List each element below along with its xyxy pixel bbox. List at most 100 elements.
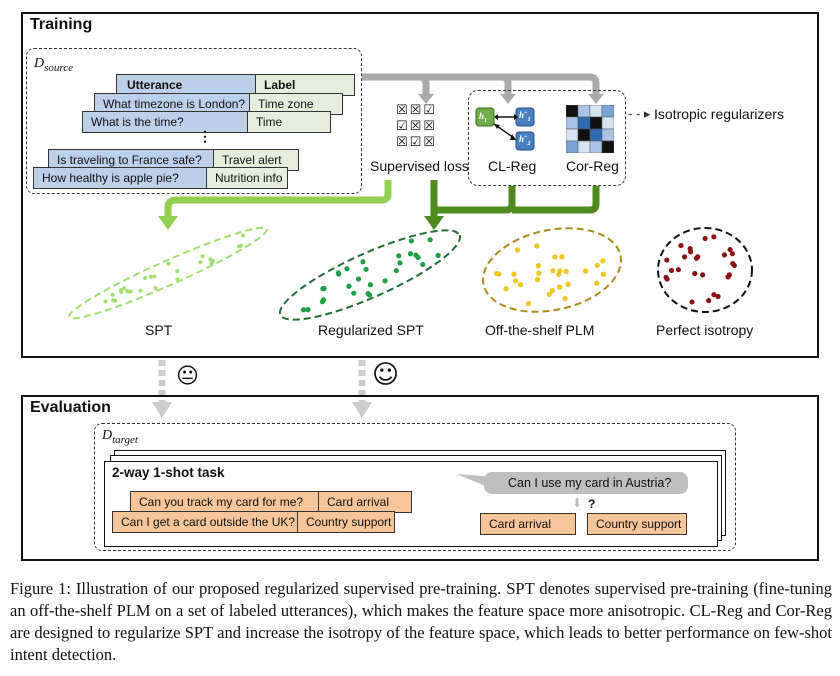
embedding-point: [600, 271, 607, 277]
space-boundary: [279, 229, 461, 321]
embedding-point: [689, 299, 695, 305]
embedding-point: [382, 278, 388, 284]
embedding-point: [563, 268, 569, 275]
embedding-point: [241, 233, 246, 238]
embedding-point: [408, 238, 414, 244]
training-panel: [21, 12, 819, 358]
embedding-point: [534, 277, 541, 283]
embedding-point: [344, 266, 350, 272]
space-boundary: [657, 227, 753, 313]
embedding-point: [320, 297, 327, 303]
evaluation-panel: [21, 395, 819, 561]
embedding-point: [525, 300, 531, 307]
embedding-point: [119, 289, 124, 294]
support-label: Card arrival: [318, 491, 412, 513]
target-dataset-box: [94, 423, 736, 551]
training-arrows: [158, 73, 604, 230]
embedding-point: [113, 298, 118, 303]
neutral-face-icon: 😐: [176, 364, 199, 389]
embedding-point: [557, 268, 563, 274]
embedding-point: [517, 282, 524, 288]
training-title: Training: [30, 16, 93, 33]
embedding-point: [122, 286, 127, 291]
embedding-point: [175, 277, 180, 282]
embedding-point: [692, 270, 698, 277]
embedding-spaces: [68, 226, 753, 321]
embedding-point: [396, 253, 402, 259]
embedding-point: [148, 274, 153, 279]
embedding-point: [702, 235, 708, 242]
choice-country-support: Country support: [587, 513, 687, 535]
embedding-point: [494, 270, 500, 277]
embedding-point: [238, 243, 243, 248]
embedding-point: [300, 307, 307, 313]
dashed-arrow-icon: - - ▸: [628, 106, 651, 121]
embedding-point: [367, 282, 374, 288]
embedding-point: [552, 254, 558, 260]
embedding-point: [413, 252, 419, 258]
embedding-point: [535, 263, 541, 269]
embedding-point: [668, 267, 675, 274]
space-boundary: [68, 226, 268, 320]
embedding-point: [397, 260, 403, 266]
table-row-utterance: Is traveling to France safe?: [48, 149, 214, 171]
embedding-point: [153, 286, 158, 291]
cl-reg-icon: [475, 107, 535, 151]
support-label: Country support: [297, 511, 395, 533]
embedding-point: [559, 254, 565, 260]
embedding-point: [550, 268, 556, 274]
h2-plus-label: h+2: [519, 134, 531, 147]
embedding-point: [407, 251, 414, 257]
embedding-point: [549, 288, 555, 294]
embedding-point: [600, 258, 606, 264]
correlation-matrix-icon: [566, 105, 614, 153]
embedding-point: [210, 259, 215, 264]
embedding-point: [103, 299, 108, 304]
embedding-point: [726, 272, 732, 278]
embedding-point: [663, 274, 669, 280]
embedding-point: [393, 267, 399, 274]
down-arrow-icon: ⬇: [572, 496, 583, 510]
space-label-regularized-spt: Regularized SPT: [318, 322, 424, 338]
query-text: Can I use my card in Austria?: [508, 476, 672, 490]
embedding-point: [715, 293, 721, 300]
embedding-point: [175, 269, 180, 274]
embedding-point: [594, 280, 600, 286]
regularizers-box: [468, 90, 626, 186]
embedding-point: [664, 257, 670, 263]
embedding-point: [198, 260, 203, 265]
d-target-label: Dtarget: [102, 428, 138, 446]
cl-reg-label: CL-Reg: [488, 158, 537, 174]
h1-label: h1: [479, 111, 488, 124]
embedding-point: [366, 292, 373, 298]
embedding-point: [557, 284, 563, 290]
h1-plus-label: h+1: [519, 110, 531, 123]
embedding-point: [355, 276, 362, 282]
table-ellipsis: ⋮: [198, 128, 212, 144]
embedding-point: [346, 283, 352, 289]
figure-caption: Figure 1: Illustration of our proposed r…: [10, 579, 832, 664]
embedding-point: [536, 270, 542, 276]
task-title: 2-way 1-shot task: [112, 465, 225, 480]
embedding-point: [711, 292, 717, 298]
embedding-point: [427, 237, 433, 243]
space-label-spt: SPT: [145, 322, 173, 338]
embedding-point: [435, 252, 441, 259]
smile-face-icon: ☺: [372, 360, 400, 390]
embedding-point: [711, 234, 717, 240]
embedding-point: [721, 252, 728, 258]
embedding-point: [305, 307, 311, 313]
embedding-point: [351, 290, 357, 296]
embedding-point: [166, 261, 171, 266]
embedding-point: [562, 296, 568, 302]
embedding-point: [546, 291, 552, 298]
embedding-point: [200, 254, 205, 259]
support-utterance: Can I get a card outside the UK?: [112, 511, 298, 533]
embedding-point: [152, 274, 157, 279]
space-label-off-the-shelf-plm: Off-the-shelf PLM: [485, 322, 595, 338]
table-row-utterance: What is the time?: [82, 111, 248, 133]
table-row-label: Time: [247, 111, 331, 133]
support-utterance: Can you track my card for me?: [130, 491, 320, 513]
table-row-utterance: How healthy is apple pie?: [33, 167, 207, 189]
embedding-point: [678, 242, 684, 249]
